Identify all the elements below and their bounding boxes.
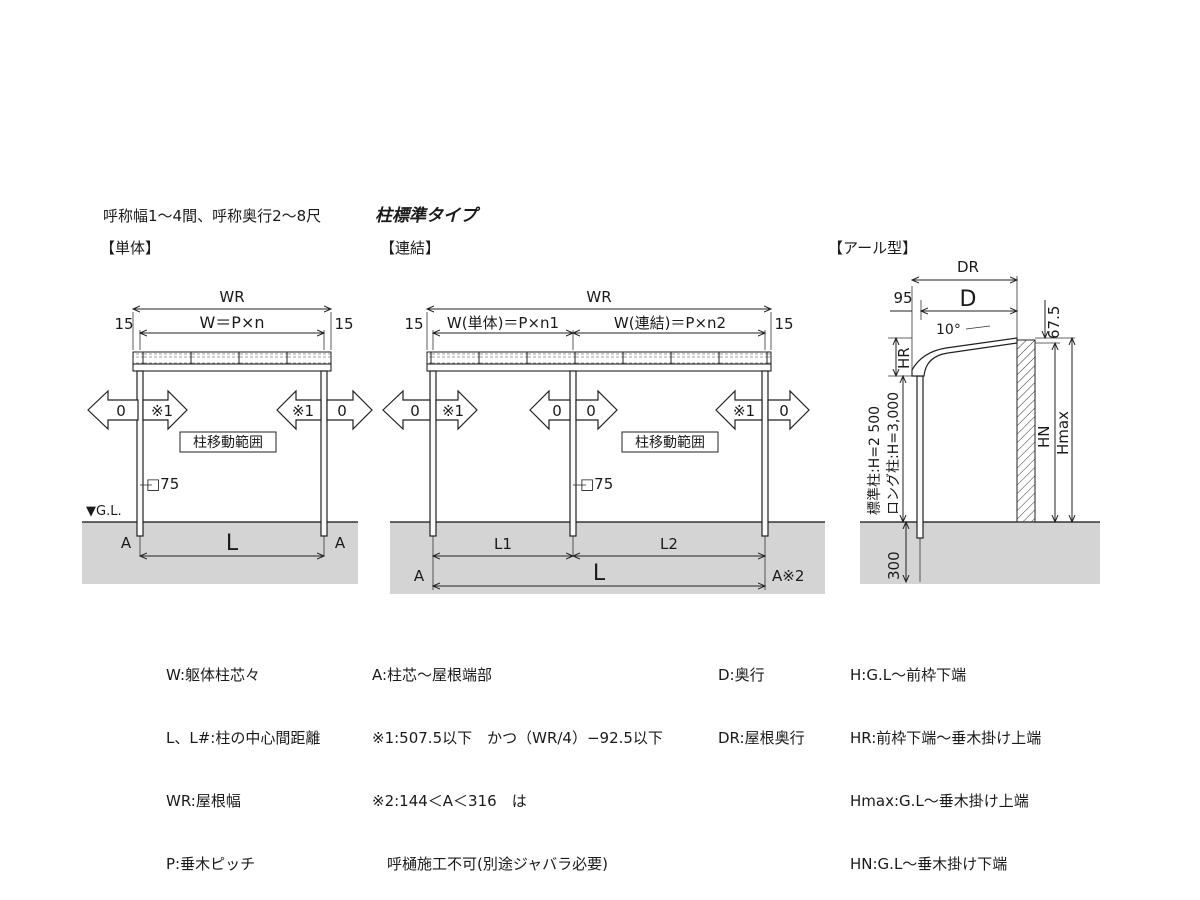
single-ground — [82, 522, 358, 584]
connected-l1-label: L1 — [494, 535, 512, 553]
legend-item: 呼樋施工不可(別途ジャバラ必要) — [372, 855, 608, 873]
single-arrow-left-zero: 0 — [116, 402, 126, 420]
connected-roof-frame — [426, 363, 772, 372]
arch-ground — [860, 522, 1100, 584]
arch-dr-label: DR — [957, 258, 979, 276]
single-arrow-left-inner — [142, 389, 188, 431]
arch-front-label: 95 — [893, 289, 912, 307]
arch-hn-label: HN — [1035, 426, 1053, 449]
connected-wr-label: WR — [586, 288, 611, 306]
single-post-right — [320, 370, 328, 537]
legend-item: DR:屋根奥行 — [718, 729, 805, 747]
single-arrow-right-note: ※1 — [292, 402, 314, 420]
connected-post-size: □75 — [580, 475, 613, 493]
single-margin-right: 15 — [334, 315, 353, 333]
connected-arrow-mid-left-zero: 0 — [552, 402, 562, 420]
legend-item: L、L#:柱の中心間距離 — [166, 729, 321, 747]
connected-arrow-mid-left — [529, 389, 571, 431]
single-arrow-right-inner — [276, 389, 322, 431]
single-arrow-right-zero: 0 — [337, 402, 347, 420]
legend-item: HR:前枠下端〜垂木掛け上端 — [850, 729, 1042, 747]
single-range-box — [179, 431, 277, 453]
legend-definitions: W:躯体柱芯々 L、L#:柱の中心間距離 WR:屋根幅 P:垂木ピッチ — [166, 623, 320, 896]
connected-a-right-note: A※2 — [772, 567, 804, 585]
connected-post-middle — [569, 370, 577, 537]
arch-standard-post-label: 標準柱:H=2 500 — [867, 406, 883, 515]
connected-l-label: L — [593, 561, 606, 586]
legend-item: HN:G.L〜垂木掛け下端 — [850, 855, 1008, 873]
connected-arrow-left-note: ※1 — [442, 402, 464, 420]
connected-post-right — [761, 370, 769, 537]
single-post-size: □75 — [146, 475, 179, 493]
connected-w1-formula: W(単体)＝P×n1 — [447, 314, 559, 332]
single-margin-left: 15 — [114, 315, 133, 333]
connected-l2-label: L2 — [660, 535, 678, 553]
legend-item: D:奥行 — [718, 666, 765, 684]
connected-margin-left: 15 — [404, 315, 423, 333]
single-arrow-left-note: ※1 — [151, 402, 173, 420]
connected-arrow-right-inner — [715, 389, 763, 431]
legend-item: ※1:507.5以下 かつ（WR/4）−92.5以下 — [372, 729, 663, 747]
single-arrow-right — [326, 389, 373, 431]
arch-angle-label: 10° — [936, 322, 961, 338]
single-unit-diagram: ▼G.L. WR W＝P×n 15 15 0 ※1 ※1 0 柱移動範囲 — [82, 288, 373, 584]
single-range-label: 柱移動範囲 — [193, 434, 263, 451]
connected-arrow-left-zero: 0 — [410, 402, 420, 420]
legend-item: W:躯体柱芯々 — [166, 666, 261, 684]
arch-type-diagram: DR D 95 10° 67.5 HR 標準柱:H=2 500 ロング柱:H=3… — [860, 258, 1100, 584]
arch-d-label: D — [960, 287, 977, 312]
connected-ground — [390, 522, 825, 594]
single-roof-frame — [132, 363, 332, 372]
connected-arrow-right — [767, 389, 810, 431]
single-gl-label: ▼G.L. — [86, 504, 122, 519]
legend-heights: H:G.L〜前枠下端 HR:前枠下端〜垂木掛け上端 Hmax:G.L〜垂木掛け上… — [850, 623, 1041, 896]
section-single-label: 【単体】 — [100, 239, 160, 257]
legend-item: P:垂木ピッチ — [166, 855, 256, 873]
arch-top-label: 67.5 — [1045, 306, 1063, 339]
legend-item: H:G.L〜前枠下端 — [850, 666, 967, 684]
legend-item: ※2:144＜A＜316 は — [372, 792, 527, 810]
connected-roof-panel — [426, 351, 772, 365]
legend-notes: A:柱芯〜屋根端部 ※1:507.5以下 かつ（WR/4）−92.5以下 ※2:… — [372, 623, 663, 896]
section-arch-label: 【アール型】 — [828, 239, 917, 257]
arch-roof — [911, 337, 1018, 377]
single-a-left: A — [121, 534, 132, 552]
connected-a-left: A — [414, 567, 425, 585]
connected-arrow-right-note: ※1 — [733, 402, 755, 420]
legend-item: WR:屋根幅 — [166, 792, 241, 810]
connected-arrow-left — [382, 389, 431, 431]
arch-hr-label: HR — [895, 347, 913, 369]
connected-post-left — [429, 370, 437, 537]
connected-margin-right: 15 — [774, 315, 793, 333]
single-l-label: L — [226, 531, 239, 556]
connected-arrow-right-zero: 0 — [779, 402, 789, 420]
arch-wall — [1016, 339, 1036, 523]
connected-arrow-mid-right-zero: 0 — [586, 402, 596, 420]
single-roof-panel — [132, 351, 332, 365]
connected-range-box — [621, 431, 719, 453]
connected-arrow-left-inner — [435, 389, 478, 431]
single-w-formula: W＝P×n — [199, 313, 264, 332]
arch-long-post-label: ロング柱:H=3,000 — [886, 392, 902, 515]
legend-item: A:柱芯〜屋根端部 — [372, 666, 493, 684]
single-arrow-left — [87, 389, 139, 431]
section-connected-label: 【連結】 — [380, 239, 440, 257]
connected-w2-formula: W(連結)＝P×n2 — [614, 314, 726, 332]
single-wr-label: WR — [219, 288, 244, 306]
connected-unit-diagram: WR W(単体)＝P×n1 W(連結)＝P×n2 15 15 0 ※1 0 0 … — [382, 288, 825, 594]
legend-item: Hmax:G.L〜垂木掛け上端 — [850, 792, 1029, 810]
legend-depth: D:奥行 DR:屋根奥行 — [718, 623, 805, 770]
single-post-left — [136, 370, 144, 537]
header-title: 柱標準タイプ — [375, 206, 481, 226]
single-a-right: A — [335, 534, 346, 552]
arch-hmax-label: Hmax — [1054, 411, 1072, 455]
arch-depth-label: 300 — [885, 551, 903, 580]
arch-post — [916, 375, 924, 539]
header-subtitle: 呼称幅1〜4間、呼称奥行2〜8尺 — [103, 207, 321, 225]
connected-arrow-mid-right — [575, 389, 618, 431]
connected-range-label: 柱移動範囲 — [635, 434, 705, 451]
